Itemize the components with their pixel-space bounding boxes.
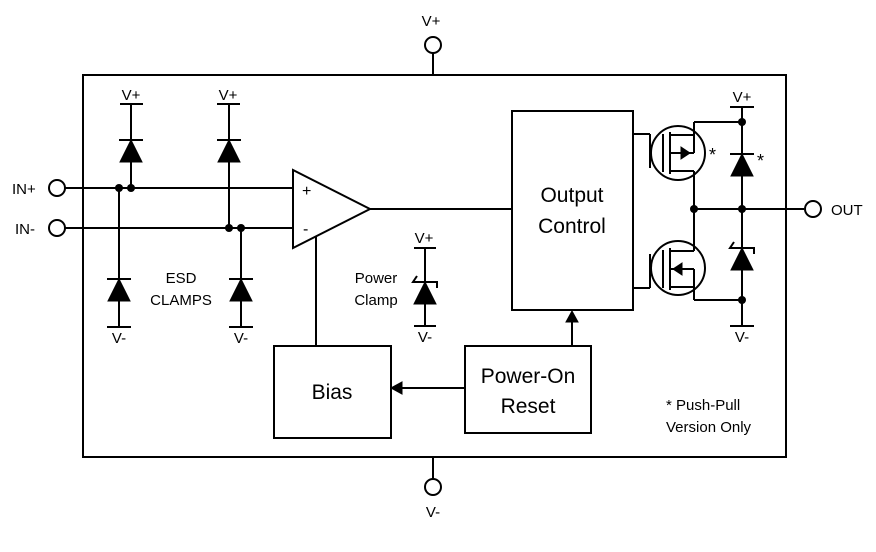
output-diode-star: * bbox=[757, 151, 764, 171]
in-minus-label: IN- bbox=[15, 221, 35, 238]
push-pull-note-line2: Version Only bbox=[666, 419, 752, 436]
output-upper-diode bbox=[730, 152, 754, 177]
top-vplus-label: V+ bbox=[422, 13, 441, 30]
out-terminal bbox=[804, 200, 822, 218]
esd2-vplus-label: V+ bbox=[219, 87, 238, 104]
power-on-reset-block bbox=[464, 345, 592, 434]
comparator-minus-sign: - bbox=[303, 221, 308, 238]
output-control-label-line1: Output bbox=[540, 184, 603, 207]
package-outline bbox=[82, 74, 787, 458]
output-vplus-label: V+ bbox=[733, 89, 752, 106]
esd1-vminus-label: V- bbox=[112, 330, 126, 347]
esd1-upper-diode bbox=[119, 138, 143, 163]
lower-mosfet bbox=[650, 240, 706, 300]
bias-block bbox=[273, 345, 392, 439]
upper-mosfet bbox=[650, 122, 706, 181]
esd1-vplus-label: V+ bbox=[122, 87, 141, 104]
por-to-output-control-arrow bbox=[565, 309, 579, 323]
out-label: OUT bbox=[831, 202, 863, 219]
comparator-plus-sign: + bbox=[302, 183, 311, 200]
bottom-vminus-label: V- bbox=[426, 504, 440, 521]
power-clamp-label-line2: Clamp bbox=[354, 292, 397, 309]
push-pull-note-line1: * Push-Pull bbox=[666, 397, 740, 414]
output-control-label-line2: Control bbox=[538, 215, 606, 238]
esd1-lower-diode bbox=[107, 277, 131, 302]
por-to-bias-arrow bbox=[389, 381, 403, 395]
in-plus-terminal bbox=[48, 179, 66, 197]
esd2-upper-diode bbox=[217, 138, 241, 163]
output-control-block bbox=[511, 110, 634, 311]
output-vminus-label: V- bbox=[735, 329, 749, 346]
in-plus-label: IN+ bbox=[12, 181, 36, 198]
esd-clamps-label-line2: CLAMPS bbox=[150, 292, 212, 309]
esd-clamps-label-line1: ESD bbox=[166, 270, 197, 287]
esd2-vminus-label: V- bbox=[234, 330, 248, 347]
top-vplus-terminal bbox=[424, 36, 442, 54]
power-clamp-zener bbox=[411, 275, 438, 305]
bottom-vminus-terminal bbox=[424, 478, 442, 496]
upper-mosfet-star: * bbox=[709, 145, 716, 165]
esd2-lower-diode bbox=[229, 277, 253, 302]
power-clamp-vminus-label: V- bbox=[418, 329, 432, 346]
in-minus-terminal bbox=[48, 219, 66, 237]
power-clamp-vplus-label: V+ bbox=[415, 230, 434, 247]
power-on-reset-label-line2: Reset bbox=[501, 395, 556, 418]
comparator: + - bbox=[292, 168, 373, 250]
power-on-reset-label-line1: Power-On bbox=[481, 365, 576, 388]
output-lower-zener bbox=[728, 241, 755, 271]
power-clamp-label-line1: Power bbox=[355, 270, 398, 287]
bias-label: Bias bbox=[312, 381, 353, 404]
